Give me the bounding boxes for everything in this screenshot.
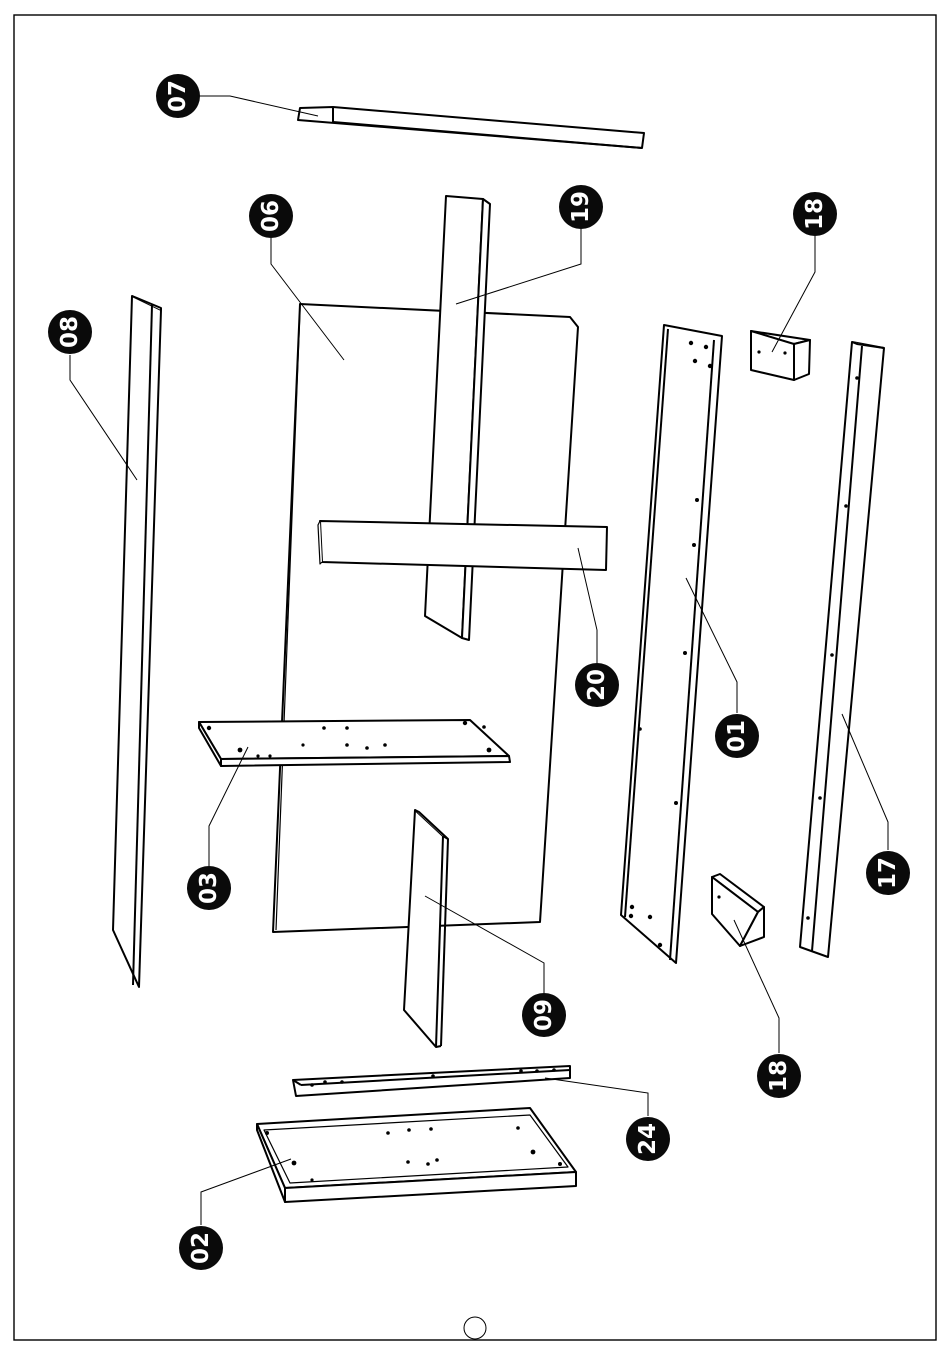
- part-08-side-slat: [113, 296, 161, 987]
- callout-08: 08: [48, 310, 92, 354]
- part-02-base: [257, 1108, 576, 1202]
- callout-19: 19: [559, 185, 603, 229]
- callout-20-label: 20: [584, 669, 610, 701]
- part-20-cross-rail: [318, 521, 607, 570]
- part-18-block-top: [751, 331, 810, 380]
- callout-18-top-label: 18: [802, 198, 828, 230]
- leader-24: [545, 1078, 648, 1116]
- callout-17: 17: [866, 851, 910, 895]
- callout-09: 09: [522, 993, 566, 1037]
- callout-03: 03: [187, 866, 231, 910]
- callout-01: 01: [715, 714, 759, 758]
- callout-07-label: 07: [165, 80, 191, 112]
- callout-18-bottom-label: 18: [766, 1060, 792, 1092]
- part-07-top-rail: [298, 107, 644, 148]
- callout-07: 07: [156, 74, 200, 118]
- callout-08-label: 08: [57, 316, 83, 348]
- part-18-block-bottom: [712, 874, 764, 946]
- page-number-circle: [464, 1317, 486, 1339]
- callout-24-label: 24: [635, 1123, 661, 1155]
- callout-19-label: 19: [568, 191, 594, 223]
- callout-06: 06: [249, 194, 293, 238]
- callout-06-label: 06: [258, 200, 284, 232]
- callout-02: 02: [179, 1226, 223, 1270]
- callout-18-top: 18: [793, 192, 837, 236]
- callout-02-label: 02: [188, 1232, 214, 1264]
- part-03-shelf: [199, 720, 510, 766]
- callout-03-label: 03: [196, 872, 222, 904]
- callout-18-bottom: 18: [757, 1054, 801, 1098]
- part-24-stretcher: [293, 1066, 570, 1096]
- callout-09-label: 09: [531, 999, 557, 1031]
- callout-24: 24: [626, 1117, 670, 1161]
- part-01-side-panel: [621, 325, 722, 963]
- callout-20: 20: [575, 663, 619, 707]
- callout-17-label: 17: [875, 857, 901, 889]
- callout-01-label: 01: [724, 720, 750, 752]
